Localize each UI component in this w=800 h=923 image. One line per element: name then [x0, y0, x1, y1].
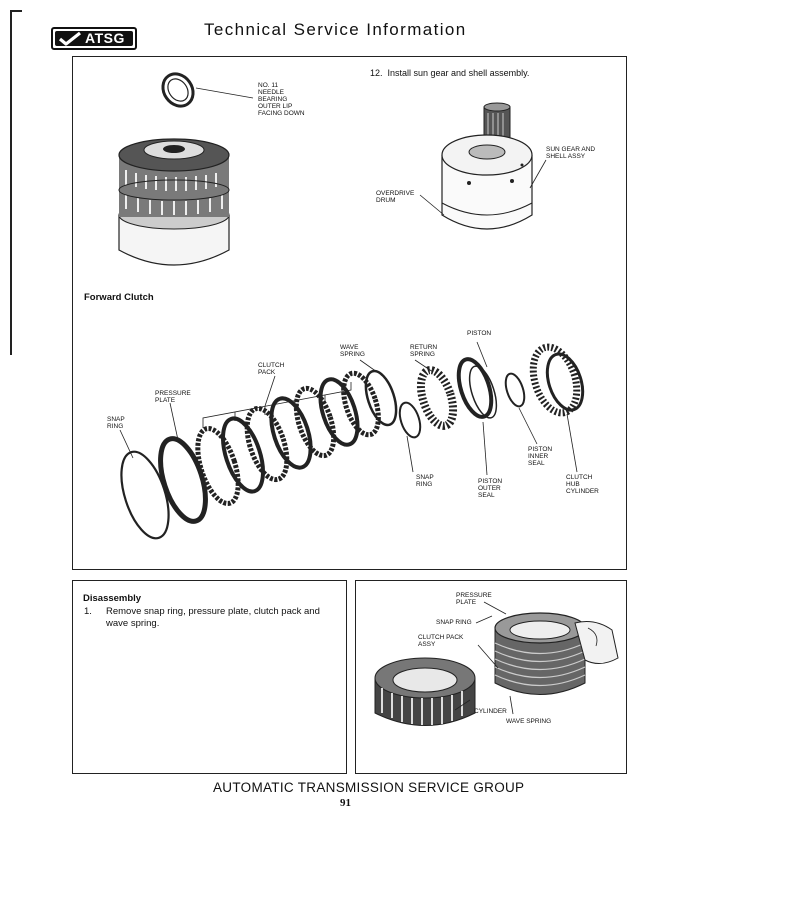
- disassembly-step-number: 1.: [84, 606, 92, 617]
- disassembly-panel: [72, 580, 347, 774]
- piston-label: PISTON: [467, 330, 492, 337]
- install-step-text: 12. Install sun gear and shell assembly.: [370, 68, 530, 78]
- top-figure-panel: [72, 56, 627, 570]
- photo-panel: [355, 580, 627, 774]
- sun-gear-leader: [529, 159, 547, 189]
- clutch-hub-cylinder-part: [529, 343, 581, 417]
- logo-text: ATSG: [85, 30, 125, 46]
- wave-spring-part: [364, 369, 398, 427]
- disassembly-photo-illustration: [374, 601, 619, 726]
- photo-snap-ring-label: SNAP RING: [436, 619, 472, 626]
- exploded-clutch-assembly: [119, 341, 585, 540]
- page-title: Technical Service Information: [204, 20, 467, 39]
- clutch-disc-2: [221, 416, 265, 494]
- needle-bearing-illustration: [161, 72, 195, 108]
- snap-ring-2-label: SNAP RING: [416, 474, 434, 488]
- clutch-disc-7: [341, 370, 381, 438]
- photo-pressure-plate-label: PRESSURE PLATE: [456, 592, 492, 606]
- photo-clutch-pack-label: CLUTCH PACK ASSY: [418, 634, 464, 648]
- atsg-logo: ATSG: [51, 27, 137, 50]
- logo-check-badge: ATSG: [55, 31, 133, 46]
- clutch-pack-label: CLUTCH PACK: [258, 362, 285, 376]
- piston-outer-seal-label: PISTON OUTER SEAL: [478, 478, 503, 499]
- scan-corner-mark: [10, 10, 22, 12]
- snap-ring-2-part: [398, 401, 422, 439]
- clutch-disc-5: [293, 385, 337, 459]
- clutch-disc-3: [244, 405, 290, 483]
- clutch-disc-4: [269, 396, 313, 470]
- return-spring-label: RETURN SPRING: [410, 344, 438, 358]
- scan-edge-line: [10, 10, 12, 355]
- clutch-disc-6: [318, 377, 360, 447]
- wave-spring-label: WAVE SPRING: [340, 344, 365, 358]
- pressure-plate-label: PRESSURE PLATE: [155, 390, 191, 404]
- footer-group-name: AUTOMATIC TRANSMISSION SERVICE GROUP: [213, 780, 525, 795]
- photo-wave-spring-label: WAVE SPRING: [506, 718, 552, 725]
- piston-inner-seal-label: PISTON INNER SEAL: [528, 446, 553, 467]
- overdrive-drum-leader: [419, 194, 445, 216]
- photo-cylinder-label: CYLINDER: [474, 708, 507, 715]
- clutch-hub-cylinder-label: CLUTCH HUB CYLINDER: [566, 474, 599, 495]
- overdrive-drum-label: OVERDRIVE DRUM: [376, 190, 415, 204]
- checkmark-icon: [58, 31, 81, 46]
- sun-gear-label: SUN GEAR AND SHELL ASSY: [546, 146, 596, 160]
- snap-ring-label: SNAP RING: [107, 416, 125, 430]
- disassembly-heading: Disassembly: [83, 593, 142, 604]
- needle-bearing-leader: [195, 87, 254, 99]
- disassembly-step-text: Remove snap ring, pressure plate, clutch…: [106, 606, 320, 629]
- pressure-plate-part: [158, 436, 208, 524]
- clutch-disc-1: [195, 426, 241, 506]
- page-number: 91: [340, 797, 351, 809]
- sun-gear-shell-illustration: [441, 102, 533, 230]
- return-spring-part: [416, 366, 458, 430]
- needle-bearing-label: NO. 11 NEEDLE BEARING OUTER LIP FACING D…: [258, 82, 305, 117]
- piston-part: [456, 357, 494, 419]
- forward-clutch-drum-illustration: [118, 138, 230, 266]
- piston-inner-seal-part: [504, 372, 526, 408]
- forward-clutch-heading: Forward Clutch: [84, 292, 154, 303]
